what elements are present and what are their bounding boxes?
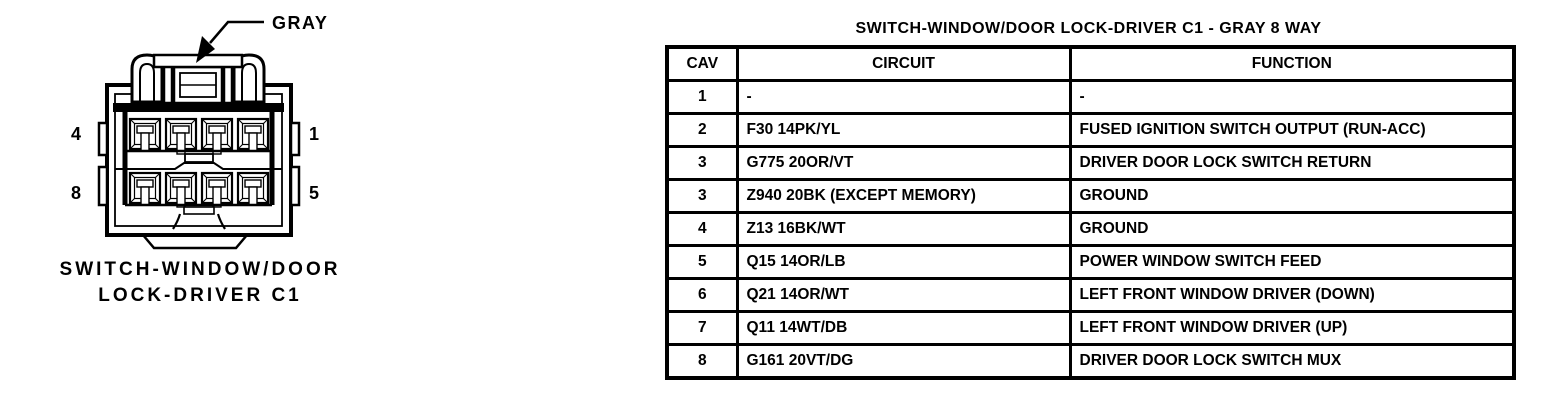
table-title: SWITCH-WINDOW/DOOR LOCK-DRIVER C1 - GRAY… xyxy=(855,20,1322,37)
cell-circuit: G161 20VT/DG xyxy=(735,343,1072,380)
cell-function: GROUND xyxy=(1068,211,1516,247)
connector-top-bar xyxy=(113,103,284,112)
latch-post-right xyxy=(222,63,234,105)
connector-figure: GRAY xyxy=(50,3,350,323)
cell-function: - xyxy=(1068,79,1516,115)
cell-function: DRIVER DOOR LOCK SWITCH MUX xyxy=(1068,343,1516,380)
connector-side-tab xyxy=(289,165,301,207)
pin-number-top-right: 1 xyxy=(309,124,319,144)
pin-number-bottom-right: 5 xyxy=(309,183,319,203)
connector-drawing: GRAY xyxy=(71,13,328,250)
cell-cav: 3 xyxy=(665,178,739,214)
terminal-cavity xyxy=(128,171,162,206)
latch-post-left xyxy=(162,63,174,105)
table-header-row: CAV CIRCUIT FUNCTION xyxy=(665,45,1516,82)
center-slot xyxy=(184,153,214,163)
terminal-row-bottom xyxy=(125,171,272,230)
lower-stem-right xyxy=(216,213,226,230)
pin-number-top-left: 4 xyxy=(71,124,81,144)
cell-cav: 5 xyxy=(665,244,739,280)
cell-cav: 6 xyxy=(665,277,739,313)
cell-circuit: G775 20OR/VT xyxy=(735,145,1072,181)
cell-function: LEFT FRONT WINDOW DRIVER (UP) xyxy=(1068,310,1516,346)
cell-circuit: Q15 14OR/LB xyxy=(735,244,1072,280)
cell-circuit: Q21 14OR/WT xyxy=(735,277,1072,313)
pin-number-bottom-left: 8 xyxy=(71,183,81,203)
table-row: 4 Z13 16BK/WT GROUND xyxy=(665,211,1516,247)
table-row: 3 Z940 20BK (EXCEPT MEMORY) GROUND xyxy=(665,178,1516,214)
cell-function: GROUND xyxy=(1068,178,1516,214)
connector-caption: SWITCH-WINDOW/DOOR LOCK-DRIVER C1 xyxy=(50,257,350,309)
terminal-cavity xyxy=(200,117,234,155)
cell-cav: 8 xyxy=(665,343,739,380)
table-row: 8 G161 20VT/DG DRIVER DOOR LOCK SWITCH M… xyxy=(665,343,1516,380)
connector-side-tab xyxy=(289,121,301,157)
gray-leader-line xyxy=(209,20,264,44)
lower-cavity-top-edge xyxy=(115,162,282,170)
terminal-cavity xyxy=(164,171,198,208)
lower-center-slot xyxy=(183,206,215,215)
connector-side-tab xyxy=(97,121,109,157)
cell-circuit: Z13 16BK/WT xyxy=(735,211,1072,247)
terminal-cavity xyxy=(164,117,198,155)
terminal-cavity xyxy=(128,117,162,152)
connector-color-label: GRAY xyxy=(272,13,328,33)
table-row: 3 G775 20OR/VT DRIVER DOOR LOCK SWITCH R… xyxy=(665,145,1516,181)
cell-cav: 3 xyxy=(665,145,739,181)
column-header-function: FUNCTION xyxy=(1068,45,1516,82)
column-header-circuit: CIRCUIT xyxy=(735,45,1072,82)
latch-ear-right-slot xyxy=(241,62,257,102)
column-header-cav: CAV xyxy=(665,45,739,82)
lower-stem-left xyxy=(172,213,182,230)
cell-cav: 7 xyxy=(665,310,739,346)
connector-caption-line-2: LOCK-DRIVER C1 xyxy=(98,285,302,306)
table-row: 6 Q21 14OR/WT LEFT FRONT WINDOW DRIVER (… xyxy=(665,277,1516,313)
terminal-cavity xyxy=(200,171,234,208)
pinout-section: SWITCH-WINDOW/DOOR LOCK-DRIVER C1 - GRAY… xyxy=(665,20,1516,380)
table-row: 1 - - xyxy=(665,79,1516,115)
table-row: 2 F30 14PK/YL FUSED IGNITION SWITCH OUTP… xyxy=(665,112,1516,148)
pinout-table: CAV CIRCUIT FUNCTION 1 - - 2 F30 14PK/YL… xyxy=(665,45,1516,380)
latch-ear-left-slot xyxy=(139,62,155,102)
cell-function: DRIVER DOOR LOCK SWITCH RETURN xyxy=(1068,145,1516,181)
cell-circuit: F30 14PK/YL xyxy=(735,112,1072,148)
cell-function: FUSED IGNITION SWITCH OUTPUT (RUN-ACC) xyxy=(1068,112,1516,148)
gray-arrowhead-icon xyxy=(196,36,215,63)
terminal-cavity xyxy=(236,171,270,206)
cell-cav: 1 xyxy=(665,79,739,115)
terminal-cavity xyxy=(236,117,270,152)
cell-cav: 2 xyxy=(665,112,739,148)
bottom-index-tab xyxy=(142,234,248,250)
cell-function: POWER WINDOW SWITCH FEED xyxy=(1068,244,1516,280)
connector-side-tab xyxy=(97,165,109,207)
cell-cav: 4 xyxy=(665,211,739,247)
cell-circuit: Q11 14WT/DB xyxy=(735,310,1072,346)
table-row: 5 Q15 14OR/LB POWER WINDOW SWITCH FEED xyxy=(665,244,1516,280)
connector-caption-line-1: SWITCH-WINDOW/DOOR xyxy=(59,259,341,280)
cell-function: LEFT FRONT WINDOW DRIVER (DOWN) xyxy=(1068,277,1516,313)
terminal-row-top xyxy=(125,117,272,155)
cell-circuit: Z940 20BK (EXCEPT MEMORY) xyxy=(735,178,1072,214)
table-row: 7 Q11 14WT/DB LEFT FRONT WINDOW DRIVER (… xyxy=(665,310,1516,346)
cell-circuit: - xyxy=(735,79,1072,115)
